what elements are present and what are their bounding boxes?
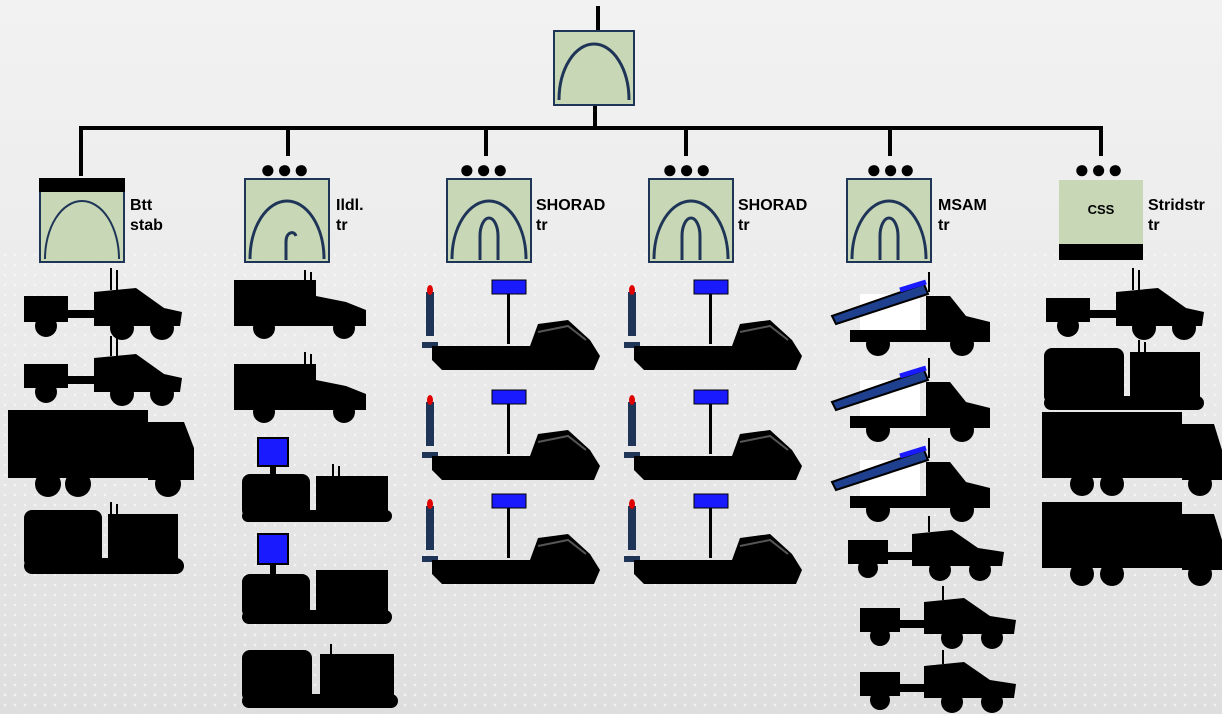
branch-connector: [484, 126, 488, 156]
tracked-carrier-icon: [242, 644, 398, 708]
background-pattern: [0, 250, 1222, 714]
msam-launcher-icon: [830, 438, 990, 522]
branch-connector: [286, 126, 290, 156]
shorad-launcher-icon: [624, 279, 802, 370]
missile-unit-icon: [850, 199, 928, 260]
echelon-marker: ●●●: [459, 154, 510, 184]
truck-icon: [234, 352, 366, 423]
fire-control-icon: [248, 199, 326, 260]
tracked-carrier-icon: [1044, 340, 1204, 410]
unit-symbol-btt-stab: [39, 178, 125, 263]
radar-vehicle-icon: [242, 533, 392, 624]
shorad-launcher-icon: [422, 493, 600, 584]
unit-symbol-shorad-tr: [648, 178, 734, 263]
css-symbol-text: CSS: [1087, 202, 1115, 217]
shorad-launcher-icon: [422, 279, 600, 370]
truck-icon: [848, 516, 1004, 581]
echelon-marker: ●●●: [866, 154, 917, 184]
truck-icon: [24, 336, 182, 406]
missile-unit-icon: [652, 199, 730, 260]
root-connector: [593, 106, 597, 128]
branch-connector: [79, 126, 83, 176]
large-truck-icon: [8, 410, 194, 497]
truck-icon: [860, 586, 1016, 649]
shorad-launcher-icon: [624, 493, 802, 584]
shorad-launcher-icon: [624, 389, 802, 480]
unit-symbol-ildl-tr: [244, 178, 330, 263]
large-truck-icon: [1042, 502, 1222, 586]
truck-icon: [24, 268, 182, 340]
air-defence-dome-icon: [557, 42, 631, 101]
unit-symbol-shorad-tr: [446, 178, 532, 263]
air-defence-dome-icon: [44, 200, 120, 260]
branch-connector: [888, 126, 892, 156]
root-unit-symbol: [553, 30, 635, 106]
top-connector: [596, 6, 600, 30]
unit-symbol-msam-tr: [846, 178, 932, 263]
large-truck-icon: [1042, 412, 1222, 496]
echelon-marker: ●●●: [260, 154, 311, 184]
unit-symbol-stridstr-tr: CSS: [1059, 180, 1143, 260]
tracked-carrier-icon: [24, 502, 184, 574]
msam-launcher-icon: [830, 358, 990, 442]
horizontal-connector: [79, 126, 1103, 130]
truck-icon: [234, 270, 366, 339]
radar-vehicle-icon: [242, 437, 392, 522]
msam-launcher-icon: [830, 272, 990, 356]
branch-connector: [1099, 126, 1103, 156]
truck-icon: [1046, 268, 1204, 340]
unit-label: Ildl.tr: [336, 197, 364, 234]
echelon-marker: ●●●: [662, 154, 713, 184]
missile-unit-icon: [450, 199, 528, 260]
branch-connector: [684, 126, 688, 156]
echelon-marker: ●●●: [1074, 154, 1125, 184]
shorad-launcher-icon: [422, 389, 600, 480]
truck-icon: [860, 650, 1016, 713]
